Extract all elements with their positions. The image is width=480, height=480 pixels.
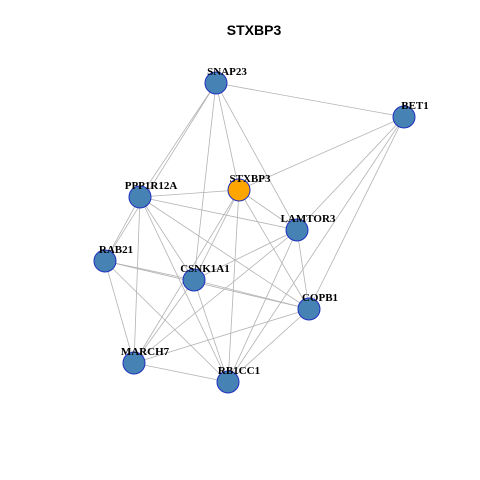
graph-title: STXBP3	[227, 22, 282, 38]
edge-snap23-bet1	[215, 82, 405, 118]
edge-ppp1r12a-copb1	[139, 196, 310, 310]
edge-lamtor3-csnk1a1	[193, 229, 298, 281]
edge-rab21-rb1cc1	[104, 260, 229, 383]
node-label-march7: MARCH7	[121, 346, 170, 358]
edge-ppp1r12a-rb1cc1	[139, 196, 229, 383]
edge-bet1-rb1cc1	[227, 116, 405, 383]
node-stxbp3	[227, 178, 251, 202]
node-lamtor3	[285, 218, 309, 242]
edge-snap23-ppp1r12a	[139, 82, 217, 198]
edge-ppp1r12a-stxbp3	[139, 189, 240, 198]
edge-stxbp3-rb1cc1	[227, 189, 240, 383]
edge-csnk1a1-march7	[133, 279, 195, 364]
node-label-ppp1r12a: PPP1R12A	[125, 180, 178, 192]
node-label-bet1: BET1	[401, 100, 429, 112]
node-label-lamtor3: LAMTOR3	[281, 213, 336, 225]
edge-csnk1a1-rb1cc1	[193, 279, 229, 383]
edge-ppp1r12a-march7	[133, 196, 141, 364]
node-label-copb1: COPB1	[302, 292, 338, 304]
edge-snap23-lamtor3	[215, 82, 298, 231]
edge-bet1-lamtor3	[296, 116, 405, 231]
edge-lamtor3-rb1cc1	[227, 229, 298, 383]
node-label-csnk1a1: CSNK1A1	[180, 263, 230, 275]
node-snap23	[204, 71, 228, 95]
node-label-stxbp3: STXBP3	[230, 173, 271, 185]
edge-layer	[104, 82, 405, 383]
edge-csnk1a1-copb1	[193, 279, 310, 310]
node-rab21	[93, 249, 117, 273]
edge-ppp1r12a-csnk1a1	[139, 196, 195, 281]
edge-rab21-march7	[104, 260, 135, 364]
edge-stxbp3-copb1	[238, 189, 310, 310]
node-march7	[122, 351, 146, 375]
edge-snap23-csnk1a1	[193, 82, 217, 281]
edge-rab21-copb1	[104, 260, 310, 310]
edge-stxbp3-csnk1a1	[193, 189, 240, 281]
edge-bet1-stxbp3	[238, 116, 405, 191]
edge-march7-rb1cc1	[133, 362, 229, 383]
edge-ppp1r12a-lamtor3	[139, 196, 298, 231]
node-label-rb1cc1: RB1CC1	[218, 365, 260, 377]
node-layer	[93, 71, 416, 394]
edge-bet1-copb1	[308, 116, 405, 310]
node-label-rab21: RAB21	[99, 244, 133, 256]
edge-snap23-stxbp3	[215, 82, 240, 191]
edge-lamtor3-march7	[133, 229, 298, 364]
edge-stxbp3-lamtor3	[238, 189, 298, 231]
edge-copb1-march7	[133, 308, 310, 364]
node-copb1	[297, 297, 321, 321]
edge-copb1-rb1cc1	[227, 308, 310, 383]
edge-snap23-rab21	[104, 82, 217, 262]
edge-ppp1r12a-rab21	[104, 196, 141, 262]
node-label-snap23: SNAP23	[207, 66, 247, 78]
edge-lamtor3-copb1	[296, 229, 310, 310]
node-rb1cc1	[216, 370, 240, 394]
node-csnk1a1	[182, 268, 206, 292]
node-bet1	[392, 105, 416, 129]
node-ppp1r12a	[128, 185, 152, 209]
